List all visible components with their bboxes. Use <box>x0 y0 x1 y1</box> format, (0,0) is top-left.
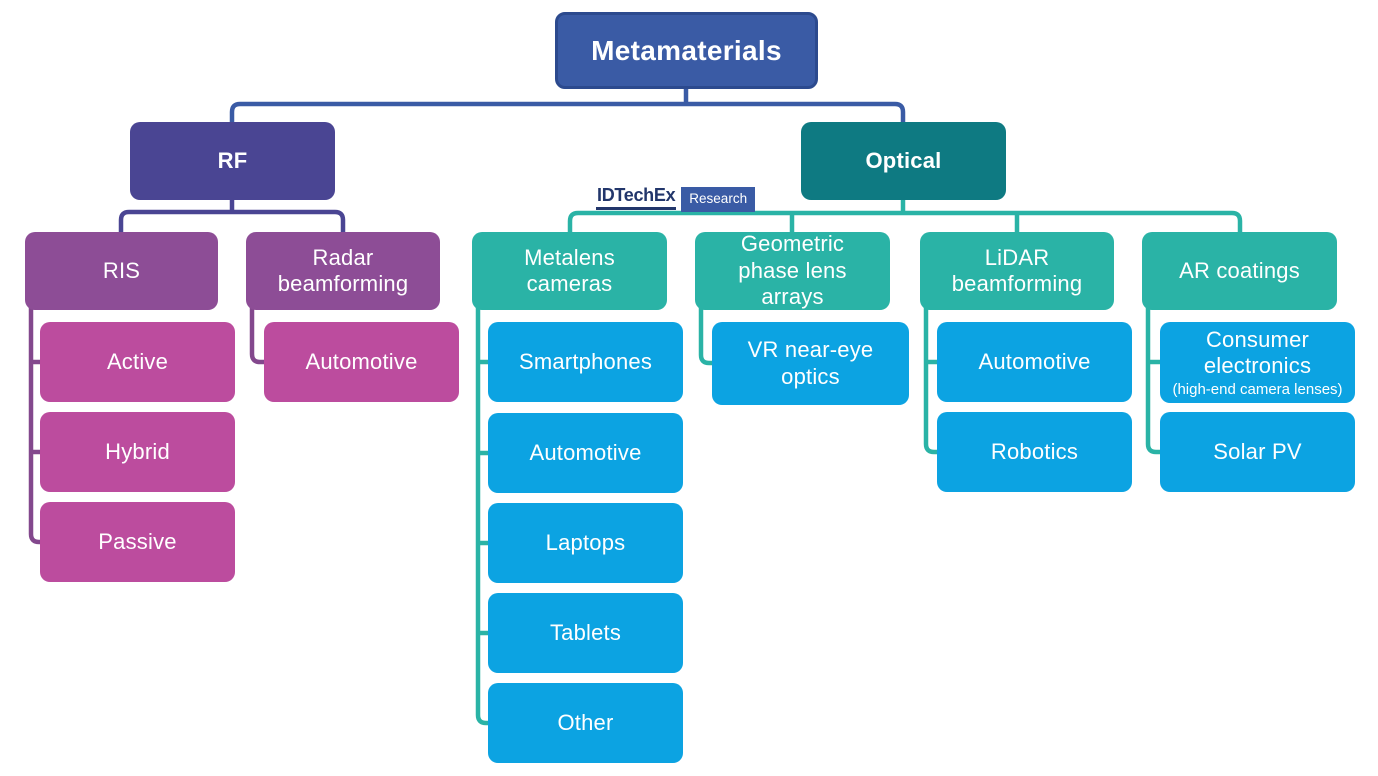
connector-radar-list <box>249 306 270 365</box>
idtechex-research-badge: Research <box>681 187 756 212</box>
node-label: Automotive <box>978 348 1091 374</box>
node-label: Consumer electronics <box>1203 326 1312 379</box>
node-other: Other <box>488 683 683 763</box>
connector-optical-span <box>567 210 1243 234</box>
idtechex-brand-text: IDTechEx <box>596 185 677 210</box>
node-solar-pv: Solar PV <box>1160 412 1355 492</box>
node-label: Active <box>106 348 169 374</box>
node-label: Tablets <box>549 619 622 645</box>
node-hybrid: Hybrid <box>40 412 235 492</box>
node-smartphones: Smartphones <box>488 322 683 402</box>
node-label: VR near-eye optics <box>747 337 874 389</box>
node-label-stack: Consumer electronics (high-end camera le… <box>1166 327 1349 398</box>
connector-metalens-list <box>475 306 494 726</box>
node-passive: Passive <box>40 502 235 582</box>
node-radar-beamforming: Radar beamforming <box>246 232 440 310</box>
node-tablets: Tablets <box>488 593 683 673</box>
connector-root-span <box>229 101 906 124</box>
node-ar-coatings: AR coatings <box>1142 232 1337 310</box>
node-label: Solar PV <box>1213 438 1302 464</box>
node-label: Optical <box>865 147 942 173</box>
node-lidar-automotive: Automotive <box>937 322 1132 402</box>
node-radar-automotive: Automotive <box>264 322 459 402</box>
node-label: Radar beamforming <box>277 244 409 296</box>
node-active: Active <box>40 322 235 402</box>
node-label: Metamaterials <box>591 34 782 66</box>
node-metamaterials: Metamaterials <box>555 12 818 89</box>
connector-geometric-list <box>698 306 718 366</box>
node-label: Smartphones <box>518 348 653 374</box>
connector-rf-span <box>118 209 346 234</box>
node-label: Laptops <box>545 529 626 555</box>
node-label: RF <box>217 147 248 173</box>
node-laptops: Laptops <box>488 503 683 583</box>
node-lidar-beamforming: LiDAR beamforming <box>920 232 1114 310</box>
node-label: Automotive <box>529 439 642 465</box>
node-geometric-phase-lens-arrays: Geometric phase lens arrays <box>695 231 890 310</box>
node-robotics: Robotics <box>937 412 1132 492</box>
node-label: Other <box>557 709 614 735</box>
node-optical: Optical <box>801 122 1006 200</box>
node-ris: RIS <box>25 232 218 310</box>
node-metalens-cameras: Metalens cameras <box>472 232 667 310</box>
node-label: Robotics <box>990 438 1079 464</box>
node-label: LiDAR beamforming <box>951 244 1083 296</box>
idtechex-logo: IDTechEx Research <box>596 185 756 212</box>
node-consumer-electronics: Consumer electronics (high-end camera le… <box>1160 322 1355 403</box>
node-label: Hybrid <box>105 438 170 464</box>
node-label: Geometric phase lens arrays <box>738 231 847 310</box>
node-label: Metalens cameras <box>524 244 615 296</box>
node-subnote: (high-end camera lenses) <box>1172 380 1343 398</box>
node-metalens-automotive: Automotive <box>488 413 683 493</box>
node-vr-near-eye-optics: VR near-eye optics <box>712 322 909 405</box>
node-rf: RF <box>130 122 335 200</box>
node-label: Passive <box>98 528 177 554</box>
node-label: AR coatings <box>1179 257 1300 283</box>
node-label: Automotive <box>305 348 418 374</box>
node-label: RIS <box>102 257 141 283</box>
